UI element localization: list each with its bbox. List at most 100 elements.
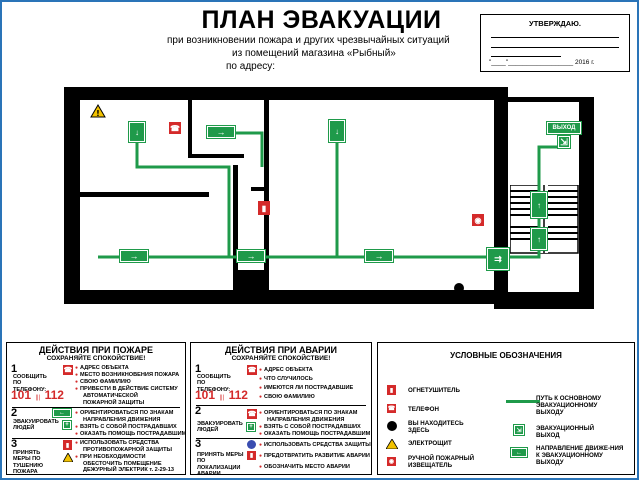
instruction-item-cont: ДЕЖУРНЫЙ ЭЛЕКТРИК т. 2-29-13 <box>83 467 174 473</box>
you-are-here-icon <box>454 283 464 293</box>
legend-label: ТЕЛЕФОН <box>408 406 439 413</box>
first-aid-icon: + <box>62 420 72 430</box>
you-are-here-icon <box>387 421 397 431</box>
phone-number: 101 <box>195 388 216 402</box>
wall <box>494 292 594 309</box>
fire-extinguisher-icon: ▮ <box>247 451 256 460</box>
direction-arrow-icon: → <box>119 249 149 263</box>
fire-extinguisher-icon: ▮ <box>258 201 270 215</box>
step-number: 2 <box>195 405 202 417</box>
instruction-item: ВЗЯТЬ С СОБОЙ ПОСТРАДАВШИХ <box>75 424 177 430</box>
wall <box>188 98 192 158</box>
emergency-exit-icon: ⇲ <box>513 424 525 436</box>
legend-label: ПУТЬ К ОСНОВНОМУ ЭВАКУАЦИОННОМУ ВЫХОДУ <box>536 395 602 416</box>
legend-title: УСЛОВНЫЕ ОБОЗНАЧЕНИЯ <box>450 351 562 360</box>
approval-line <box>491 37 619 38</box>
instruction-item: ИСПОЛЬЗОВАТЬ СРЕДСТВА <box>75 440 159 446</box>
legend-label: РУЧНОЙ ПОЖАРНЫЙ ИЗВЕЩАТЕЛЬ <box>408 455 475 469</box>
step-label: СООБЩИТЬ ПО ТЕЛЕФОНУ: <box>197 374 231 393</box>
instruction-item: ОРИЕНТИРОВАТЬСЯ ПО ЗНАКАМ <box>75 410 173 416</box>
emergency-exit-icon: ⇲ <box>557 135 571 149</box>
accident-actions-title: ДЕЙСТВИЯ ПРИ АВАРИИ <box>224 345 338 355</box>
manual-call-point-icon: ◉ <box>472 214 484 226</box>
wall <box>579 97 594 309</box>
approval-line <box>491 56 561 57</box>
instruction-item: ПРЕДОТВРАТИТЬ РАЗВИТИЕ АВАРИИ <box>259 453 370 459</box>
svg-text:!: ! <box>96 109 100 118</box>
telephone-icon: ☎ <box>247 365 257 375</box>
direction-arrow-icon: ← <box>510 447 528 458</box>
fire-extinguisher-icon: ▮ <box>387 385 396 395</box>
legend-label: ОГНЕТУШИТЕЛЬ <box>408 387 460 394</box>
wall <box>188 154 244 158</box>
step-label: ЭВАКУИРОВАТЬ ЛЮДЕЙ <box>13 419 59 432</box>
emergency-exit-icon: ⇉ <box>486 247 510 271</box>
direction-arrow-icon: ↓ <box>328 119 346 143</box>
direction-arrow-icon: ↓ <box>128 121 146 143</box>
instruction-item: ОРИЕНТИРОВАТЬСЯ ПО ЗНАКАМ <box>259 410 357 416</box>
wall <box>233 165 238 295</box>
fire-extinguisher-icon: ▮ <box>63 440 72 450</box>
wall <box>234 270 268 292</box>
divider <box>196 405 366 406</box>
step-number: 1 <box>195 363 202 375</box>
electric-warning-icon: ! <box>90 104 106 118</box>
direction-arrow-icon: → <box>364 249 394 263</box>
instruction-item-cont: ПОЖАРНОЙ ЗАЩИТЫ <box>83 400 145 406</box>
telephone-icon: ☎ <box>169 122 181 134</box>
divider <box>12 438 180 439</box>
instruction-item: ПРИ НЕОБХОДИМОСТИ <box>75 454 146 460</box>
instruction-item-cont: ОБЕСТОЧИТЬ ПОМЕЩЕНИЕ <box>83 461 162 467</box>
manual-call-point-icon: ◉ <box>387 457 396 466</box>
fire-actions-title: ДЕЙСТВИЯ ПРИ ПОЖАРЕ <box>38 345 154 355</box>
divider <box>12 407 180 408</box>
step-number: 2 <box>11 407 18 419</box>
telephone-icon: ☎ <box>387 404 396 413</box>
direction-arrow-icon: → <box>206 125 236 139</box>
first-aid-icon: + <box>246 422 256 432</box>
electric-warning-icon <box>63 453 73 462</box>
accident-actions-subtitle: СОХРАНЯЙТЕ СПОКОЙСТВИЕ! <box>231 355 331 362</box>
instruction-item: СВОЮ ФАМИЛИЮ <box>259 394 315 400</box>
evacuation-route <box>98 124 564 259</box>
wall <box>64 290 504 304</box>
direction-arrow-icon: → <box>236 249 266 263</box>
direction-arrow-icon: ↑ <box>530 227 548 251</box>
step-number: 3 <box>195 438 202 450</box>
legend-label: НАПРАВЛЕНИЕ ДВИЖЕ-НИЯ К ЭВАКУАЦИОННОМУ В… <box>536 445 624 466</box>
emergency-phones: 101 ||| 112 <box>11 388 64 402</box>
instruction-item: ВЗЯТЬ С СОБОЙ ПОСТРАДАВШИХ <box>259 424 361 430</box>
direction-arrow-icon: ← <box>52 408 72 418</box>
phone-number: 101 <box>11 388 32 402</box>
phone-number: 112 <box>44 388 64 402</box>
wall <box>502 182 506 297</box>
subtitle-line-2: из помещений магазина «Рыбный» <box>232 48 396 59</box>
instruction-item: СВОЮ ФАМИЛИЮ <box>75 379 131 385</box>
legend-label: ВЫ НАХОДИТЕСЬ ЗДЕСЬ <box>408 420 464 434</box>
subtitle-line-3: по адресу: <box>226 61 276 72</box>
instruction-item: МЕСТО ВОЗНИКНОВЕНИЯ ПОЖАРА <box>75 372 179 378</box>
wall <box>251 187 267 191</box>
legend-label: ЭЛЕКТРОЩИТ <box>408 440 452 447</box>
page-title: ПЛАН ЭВАКУАЦИИ <box>201 6 442 34</box>
subtitle-line-1: при возникновении пожара и других чрезвы… <box>167 35 450 46</box>
floor-plan: ВЫХОД ⇲ ↓ → ↓ → → → ⇉ ↑ ↑ ! ☎ ▮ ◉ <box>2 2 639 342</box>
step-label: ЭВАКУИРОВАТЬ ЛЮДЕЙ <box>197 421 243 434</box>
instruction-item: ОБОЗНАЧИТЬ МЕСТО АВАРИИ <box>259 464 350 470</box>
wall <box>264 98 269 298</box>
wall <box>75 192 209 197</box>
instruction-item-cont: АВТОМАТИЧЕСКОЙ <box>83 393 138 399</box>
route-line-icon <box>506 400 540 403</box>
instruction-item-cont: НАПРАВЛЕНИЯ ДВИЖЕНИЯ <box>267 417 345 423</box>
approval-stamp: УТВЕРЖДАЮ. "____"__________________ 2016… <box>480 14 630 72</box>
approval-date: "____"__________________ 2016 г. <box>489 59 595 66</box>
approval-heading: УТВЕРЖДАЮ. <box>529 19 581 28</box>
phone-number: 112 <box>228 388 248 402</box>
approval-line <box>491 47 619 48</box>
step-label: СООБЩИТЬ ПО ТЕЛЕФОНУ: <box>13 374 47 393</box>
step-number: 1 <box>11 363 18 375</box>
instruction-item-cont: НАПРАВЛЕНИЯ ДВИЖЕНИЯ <box>83 417 161 423</box>
legend-label: ЭВАКУАЦИОННЫЙ ВЫХОД <box>536 425 595 439</box>
instruction-item: ИСПОЛЬЗОВАТЬ СРЕДСТВА ЗАЩИТЫ <box>259 442 371 448</box>
